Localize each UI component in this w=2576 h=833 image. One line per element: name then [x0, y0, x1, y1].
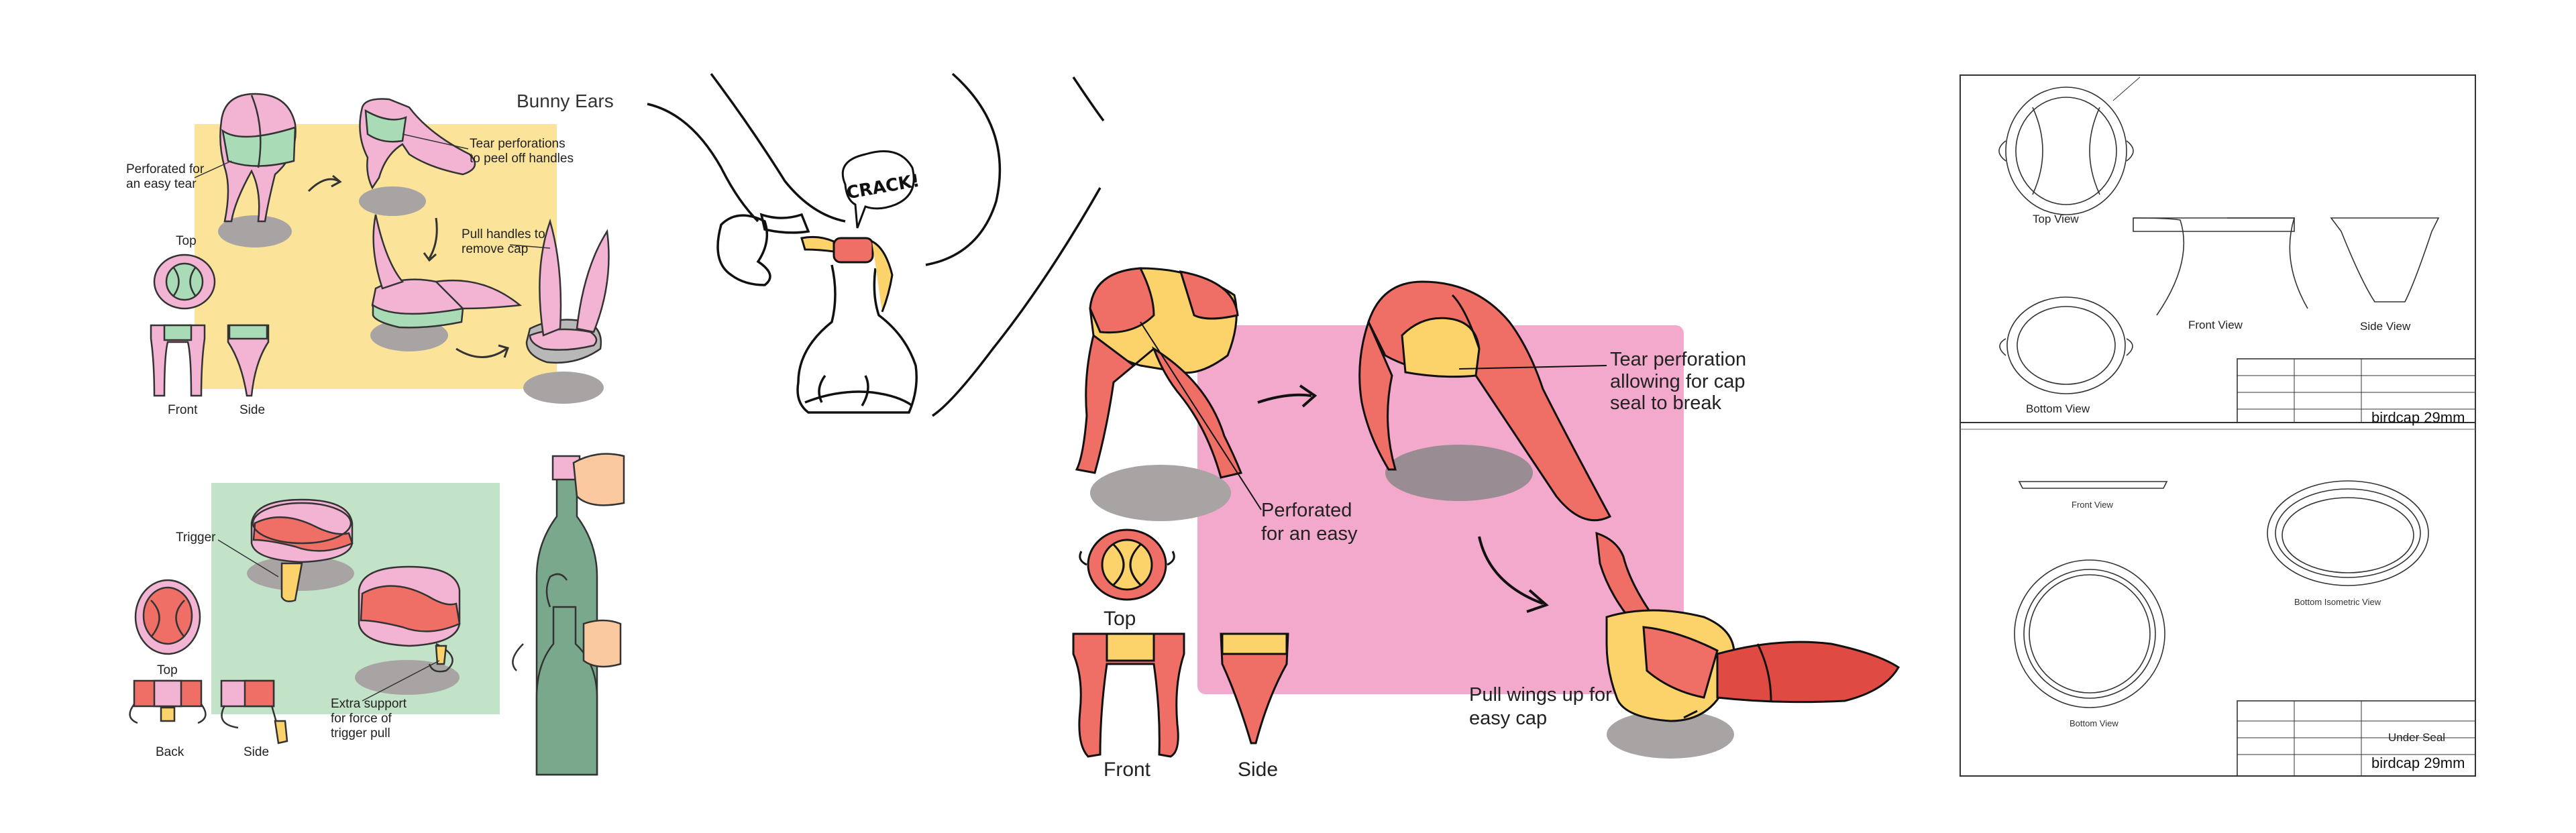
label-perforated: Perforated for an easy: [1140, 321, 1358, 545]
bunny-cap-peel: [359, 98, 476, 190]
label-trigger: Trigger: [176, 531, 279, 577]
bunny-front-label: Front: [168, 403, 198, 417]
svg-text:allowing for cap: allowing for cap: [1610, 371, 1746, 392]
crack-cap: [800, 235, 894, 313]
arrow: [1683, 710, 1698, 719]
bunny-top-label: Top: [176, 234, 197, 248]
engineering-drawings: Top View Front View Side View Bottom Vie…: [1960, 74, 2476, 777]
svg-text:for force of: for force of: [331, 712, 392, 726]
bird-cap-tearing: [1358, 280, 1612, 522]
svg-text:remove cap: remove cap: [462, 242, 528, 256]
label-tear: Tear perforations to peel off handles: [402, 133, 574, 166]
drawing-border: [1960, 74, 2476, 777]
svg-text:for an easy: for an easy: [1261, 523, 1358, 545]
bottom-view-label-2: Bottom View: [2070, 718, 2118, 728]
svg-text:Perforated for: Perforated for: [126, 162, 205, 176]
cap-shadow: [523, 372, 604, 404]
bunny-ears-title: Bunny Ears: [517, 91, 614, 111]
trigger-back-label: Back: [156, 745, 184, 759]
svg-text:Tear perforation: Tear perforation: [1610, 349, 1746, 370]
cap-shadow: [1385, 445, 1533, 501]
cap-shadow: [359, 186, 426, 216]
top-view-label: Top View: [2033, 213, 2079, 225]
arrow: [1478, 536, 1544, 605]
bird-front-label: Front: [1104, 759, 1151, 781]
trigger-side-label: Side: [244, 745, 269, 759]
panel-trigger: Trigger Extra support for force of trigg…: [129, 453, 625, 776]
bunny-cap-handles: [371, 214, 523, 329]
svg-text:Extra support: Extra support: [331, 697, 407, 711]
svg-text:seal to break: seal to break: [1610, 392, 1722, 414]
bottle-sequence: [512, 453, 625, 776]
arrow: [1257, 393, 1312, 404]
svg-text:Perforated: Perforated: [1261, 500, 1352, 521]
title-block-top: birdcap 29mm: [2371, 409, 2465, 426]
label-tear: Tear perforation allowing for cap seal t…: [1458, 349, 1746, 414]
arrow: [307, 178, 339, 192]
bottom-iso-label: Bottom Isometric View: [2294, 597, 2381, 607]
bird-cap-open: [1595, 531, 1900, 722]
cap-shadow: [1090, 465, 1231, 521]
bunny-side-view: [227, 324, 270, 397]
front-view-label-2: Front View: [2072, 500, 2114, 510]
side-view-label: Side View: [2360, 320, 2411, 333]
trigger-cap-1: [250, 498, 354, 602]
label-pull: Pull wings up for easy cap: [1469, 684, 1612, 729]
bird-top-view: [1079, 529, 1175, 601]
svg-text:trigger pull: trigger pull: [331, 726, 390, 740]
svg-text:an easy tear: an easy tear: [126, 177, 197, 191]
drawing-top-sheet: [1998, 76, 2476, 423]
cap-shadow: [1607, 710, 1734, 759]
label-extra-support: Extra support for force of trigger pull: [331, 660, 440, 740]
panel-bird-cap: Perforated for an easy Tear perforation …: [1072, 267, 1900, 781]
svg-text:to peel off handles: to peel off handles: [470, 152, 574, 166]
bunny-side-label: Side: [239, 403, 265, 417]
bunny-cap-removed: [525, 218, 610, 364]
trigger-top-view: [134, 579, 201, 655]
svg-text:Tear perforations: Tear perforations: [470, 137, 566, 151]
trigger-top-label: Top: [157, 663, 178, 677]
label-pull: Pull handles to remove cap: [462, 227, 551, 256]
bird-front-view: [1072, 632, 1185, 758]
trigger-side-view: [220, 679, 288, 744]
arrow: [455, 347, 507, 358]
svg-text:Trigger: Trigger: [176, 531, 216, 545]
front-view-label: Front View: [2188, 319, 2243, 331]
pink-backdrop: [1197, 325, 1684, 694]
label-perforated: Perforated for an easy tear: [126, 160, 232, 191]
bunny-top-view: [153, 254, 216, 310]
bird-side-label: Side: [1238, 759, 1278, 781]
bird-side-view: [1220, 632, 1289, 744]
crack-speech-bubble: CRACK!: [841, 150, 921, 229]
svg-text:Pull handles to: Pull handles to: [462, 227, 545, 241]
arrow: [428, 217, 438, 259]
panel-bunny-ears: Bunny Ears: [126, 91, 614, 417]
bird-top-label: Top: [1104, 608, 1136, 630]
cap-shadow: [218, 215, 292, 247]
svg-text:Pull wings up for: Pull wings up for: [1469, 684, 1612, 706]
trigger-back-view: [129, 679, 207, 724]
bottom-view-label: Bottom View: [2026, 402, 2090, 415]
illustration-open-bottle: [647, 72, 1105, 417]
bunny-front-view: [150, 324, 206, 397]
bunny-cap-closed: [219, 93, 297, 223]
drawing-bottom-sheet: [2014, 480, 2476, 777]
svg-text:easy cap: easy cap: [1469, 708, 1547, 729]
title-block-bottom: birdcap 29mm: [2371, 755, 2465, 771]
trigger-cap-2: [358, 565, 461, 673]
seal-name: Under Seal: [2388, 731, 2445, 744]
